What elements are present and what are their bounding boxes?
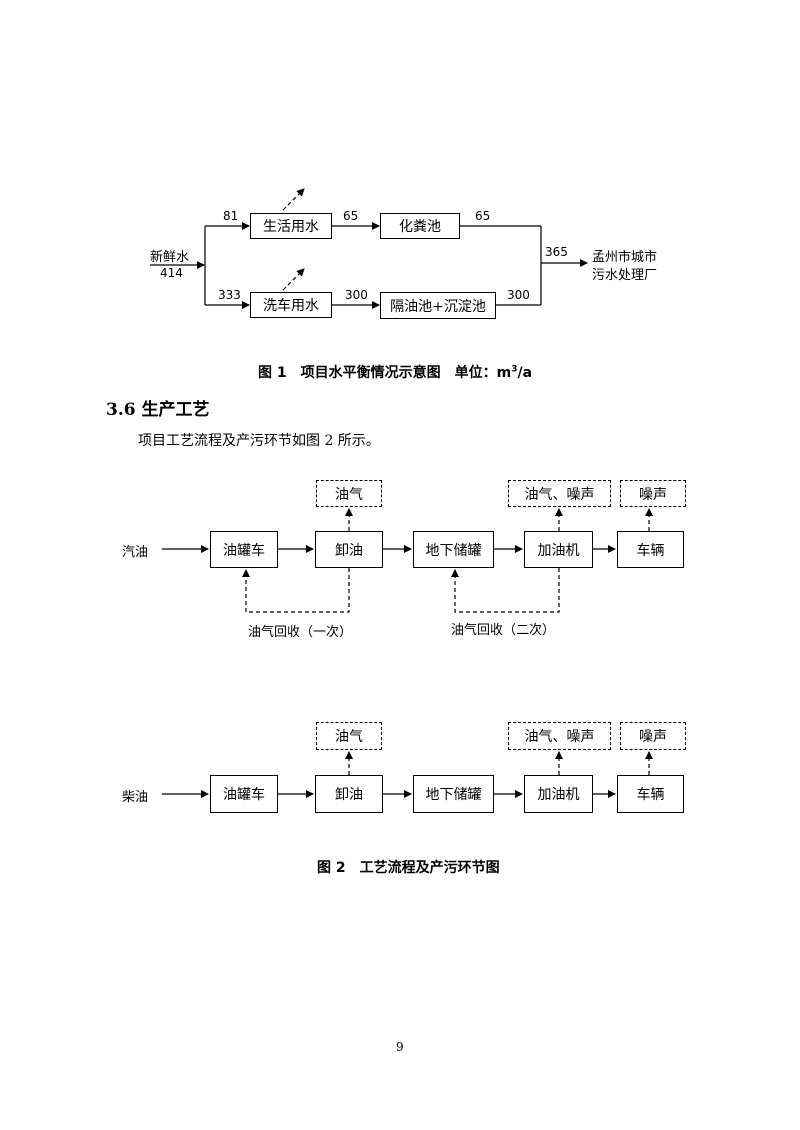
- diesel-emission-dispenser-box: 油气、噪声: [508, 722, 611, 750]
- diesel-dispenser-box: 加油机: [524, 775, 593, 813]
- septic-tank-box: 化粪池: [380, 213, 460, 239]
- wwtp-label-line1: 孟州市城市: [592, 250, 658, 265]
- carwash-water-value: 333: [218, 288, 241, 302]
- gasoline-tanker-box: 油罐车: [210, 531, 278, 568]
- diesel-emission-unload-box: 油气: [316, 722, 382, 750]
- gasoline-emission-dispenser-box: 油气、噪声: [508, 480, 611, 507]
- diesel-input-label: 柴油: [122, 790, 149, 805]
- diesel-tanker-box: 油罐车: [210, 775, 278, 813]
- separator-out-value: 300: [507, 288, 530, 302]
- gasoline-unload-box: 卸油: [315, 531, 383, 568]
- figure1-caption: 图 1 项目水平衡情况示意图 单位：m3/a: [258, 364, 533, 381]
- total-out-value: 365: [545, 245, 568, 259]
- separator-tank-box: 隔油池+沉淀池: [380, 292, 496, 319]
- page-number: 9: [396, 1040, 404, 1054]
- domestic-water-value: 81: [223, 209, 239, 223]
- fresh-water-value: 414: [160, 266, 183, 280]
- diesel-emission-vehicle-box: 噪声: [620, 722, 686, 750]
- section-paragraph: 项目工艺流程及产污环节如图 2 所示。: [138, 433, 380, 449]
- gasoline-emission-unload-box: 油气: [316, 480, 382, 507]
- vapor-recovery-2-label: 油气回收（二次）: [451, 623, 556, 638]
- gasoline-dispenser-box: 加油机: [524, 531, 593, 568]
- septic-out-value: 65: [475, 209, 491, 223]
- carwash-out-value: 300: [345, 288, 368, 302]
- figure2-caption: 图 2 工艺流程及产污环节图: [317, 860, 500, 876]
- diesel-storage-box: 地下储罐: [413, 775, 494, 813]
- diesel-unload-box: 卸油: [315, 775, 383, 813]
- gasoline-emission-vehicle-box: 噪声: [620, 480, 686, 507]
- carwash-water-box: 洗车用水: [250, 292, 332, 318]
- wwtp-label-line2: 污水处理厂: [592, 268, 658, 283]
- domestic-out-value: 65: [343, 209, 359, 223]
- vapor-recovery-1-label: 油气回收（一次）: [248, 625, 353, 640]
- gasoline-storage-box: 地下储罐: [413, 531, 494, 568]
- fresh-water-label: 新鲜水: [150, 250, 190, 265]
- domestic-water-box: 生活用水: [250, 213, 332, 239]
- gasoline-vehicle-box: 车辆: [617, 531, 684, 568]
- section-heading: 3.6 生产工艺: [106, 400, 210, 420]
- diesel-vehicle-box: 车辆: [617, 775, 684, 813]
- gasoline-input-label: 汽油: [122, 545, 149, 560]
